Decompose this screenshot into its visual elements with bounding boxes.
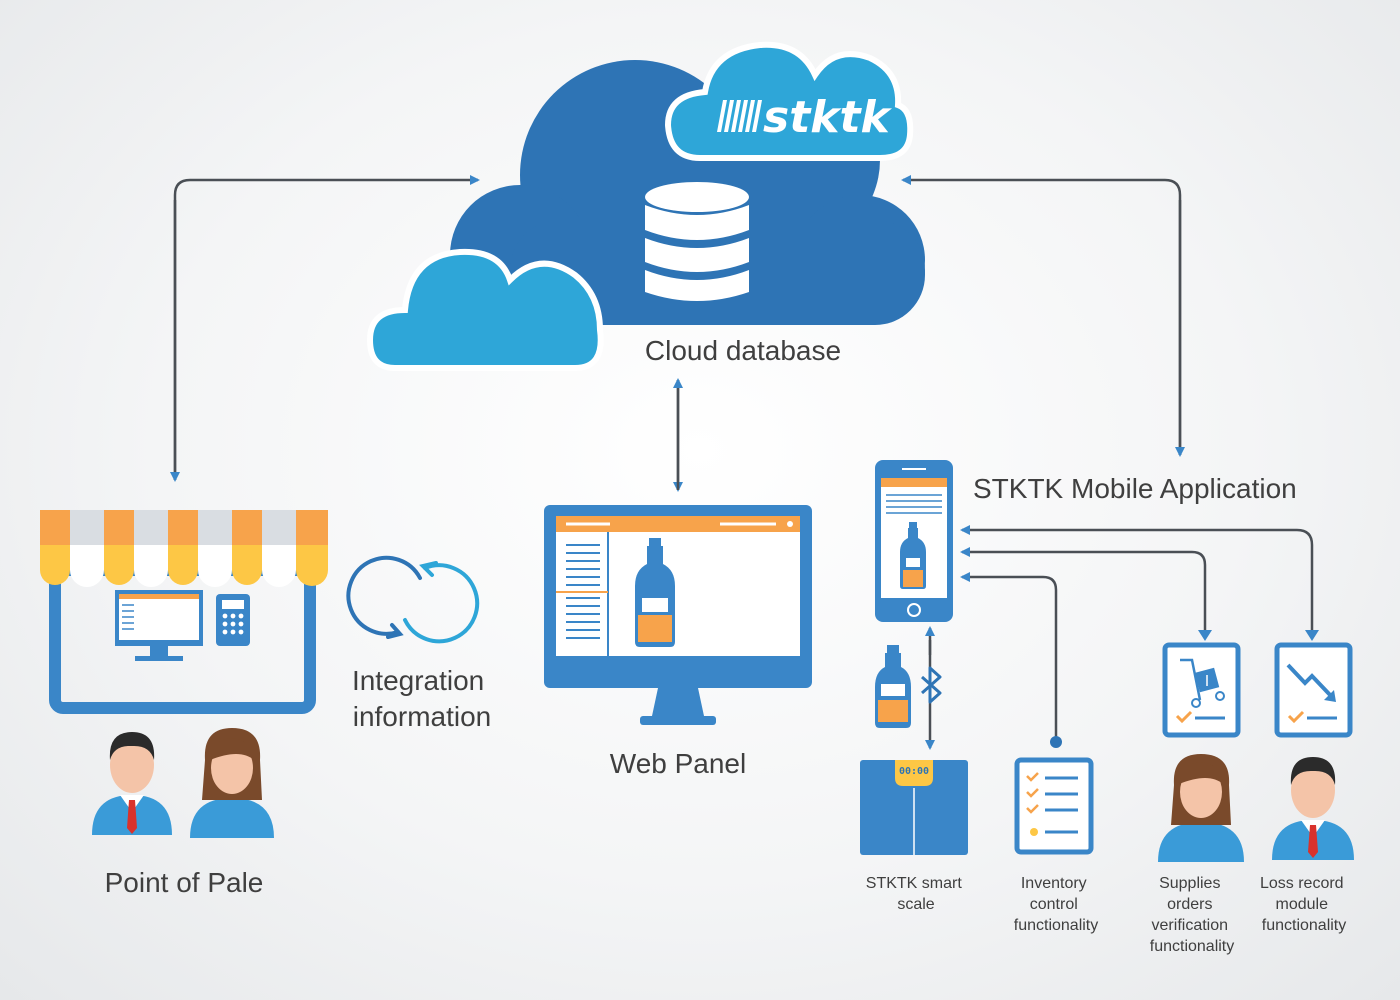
male-person-icon — [92, 732, 172, 835]
connectors — [170, 175, 1314, 750]
integration-label: Integration information — [352, 665, 492, 732]
supplies-label: Supplies orders verification functionali… — [1150, 875, 1235, 955]
smartphone-icon — [875, 460, 953, 622]
shop-icon — [40, 510, 328, 714]
mobile-app-label: STKTK Mobile Application — [973, 473, 1297, 504]
smart-scale-label: STKTK smart scale — [866, 875, 966, 913]
female-person-icon — [190, 728, 274, 838]
loss-chart-icon — [1274, 642, 1353, 738]
male-person-icon — [1272, 757, 1354, 860]
female-person-icon — [1158, 754, 1244, 862]
point-of-sale-label: Point of Pale — [105, 867, 264, 898]
database-icon — [645, 182, 749, 301]
smart-scale-icon: 00:00 — [860, 760, 968, 855]
scale-display: 00:00 — [899, 766, 929, 777]
bottle-small-icon — [875, 645, 911, 728]
sync-icon — [346, 555, 480, 644]
bottle-icon — [635, 538, 675, 647]
inventory-label: Inventory control functionality — [1014, 875, 1099, 934]
checklist-icon — [1014, 757, 1094, 855]
logo-text: stktk — [763, 92, 893, 143]
supplies-delivery-icon — [1162, 642, 1241, 738]
cloud-database-label: Cloud database — [645, 335, 841, 366]
bluetooth-icon — [921, 666, 942, 704]
stktk-logo: stktk — [717, 92, 893, 143]
cloud-database-icon: stktk — [366, 41, 925, 371]
connector-dot — [1050, 736, 1062, 748]
web-panel-label: Web Panel — [610, 748, 746, 779]
monitor-icon — [544, 505, 812, 725]
loss-label: Loss record module functionality — [1260, 875, 1348, 934]
